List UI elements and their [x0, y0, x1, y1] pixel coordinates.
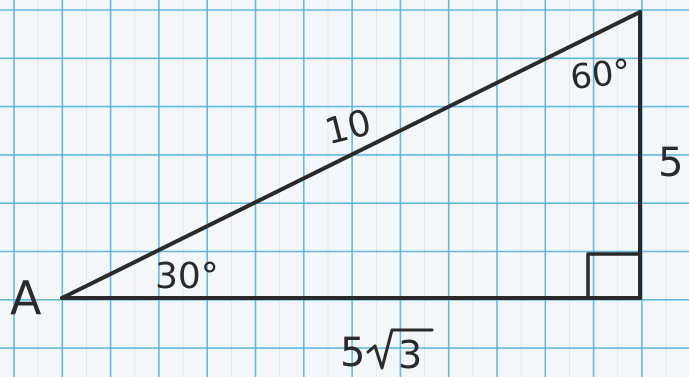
square-root-symbol	[366, 328, 434, 370]
vertex-a-label: A	[10, 271, 42, 325]
angle-at-top-label: 60°	[568, 52, 632, 98]
base-length-label: 5 3	[340, 328, 434, 377]
vertical-leg-label: 5	[658, 140, 683, 186]
hypotenuse-line	[60, 10, 642, 300]
base-label-radicand: 3	[398, 333, 422, 377]
base-label-coefficient: 5	[340, 330, 365, 376]
right-angle-marker	[586, 252, 640, 298]
right-triangle	[60, 10, 642, 300]
angle-at-a-label: 30°	[155, 256, 219, 297]
